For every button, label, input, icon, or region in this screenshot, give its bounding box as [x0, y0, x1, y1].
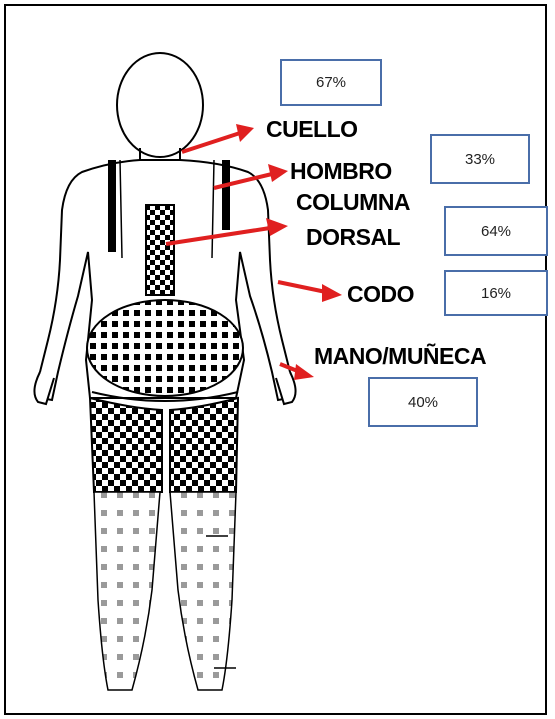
label-columna: COLUMNA	[296, 191, 410, 214]
arrow-codo	[278, 282, 342, 302]
head	[117, 53, 203, 157]
label-cuello: CUELLO	[266, 118, 358, 141]
value-box-cuello: 67%	[280, 59, 382, 106]
value-box-hombro: 33%	[430, 134, 530, 184]
left-lower-leg	[94, 492, 160, 690]
label-mano-muneca: MANO/MUÑECA	[314, 345, 486, 368]
left-thigh	[90, 398, 162, 492]
value-box-columna: 64%	[444, 206, 548, 256]
right-thigh	[170, 398, 238, 492]
spine-region	[146, 205, 174, 295]
right-lower-leg	[170, 492, 236, 690]
left-shoulder-band	[108, 160, 116, 252]
label-dorsal: DORSAL	[306, 226, 400, 249]
label-hombro: HOMBRO	[290, 160, 392, 183]
right-shoulder-band	[222, 160, 230, 230]
lower-back-region	[87, 300, 243, 396]
label-codo: CODO	[347, 283, 414, 306]
value-box-mano: 40%	[368, 377, 478, 427]
value-box-codo: 16%	[444, 270, 548, 316]
